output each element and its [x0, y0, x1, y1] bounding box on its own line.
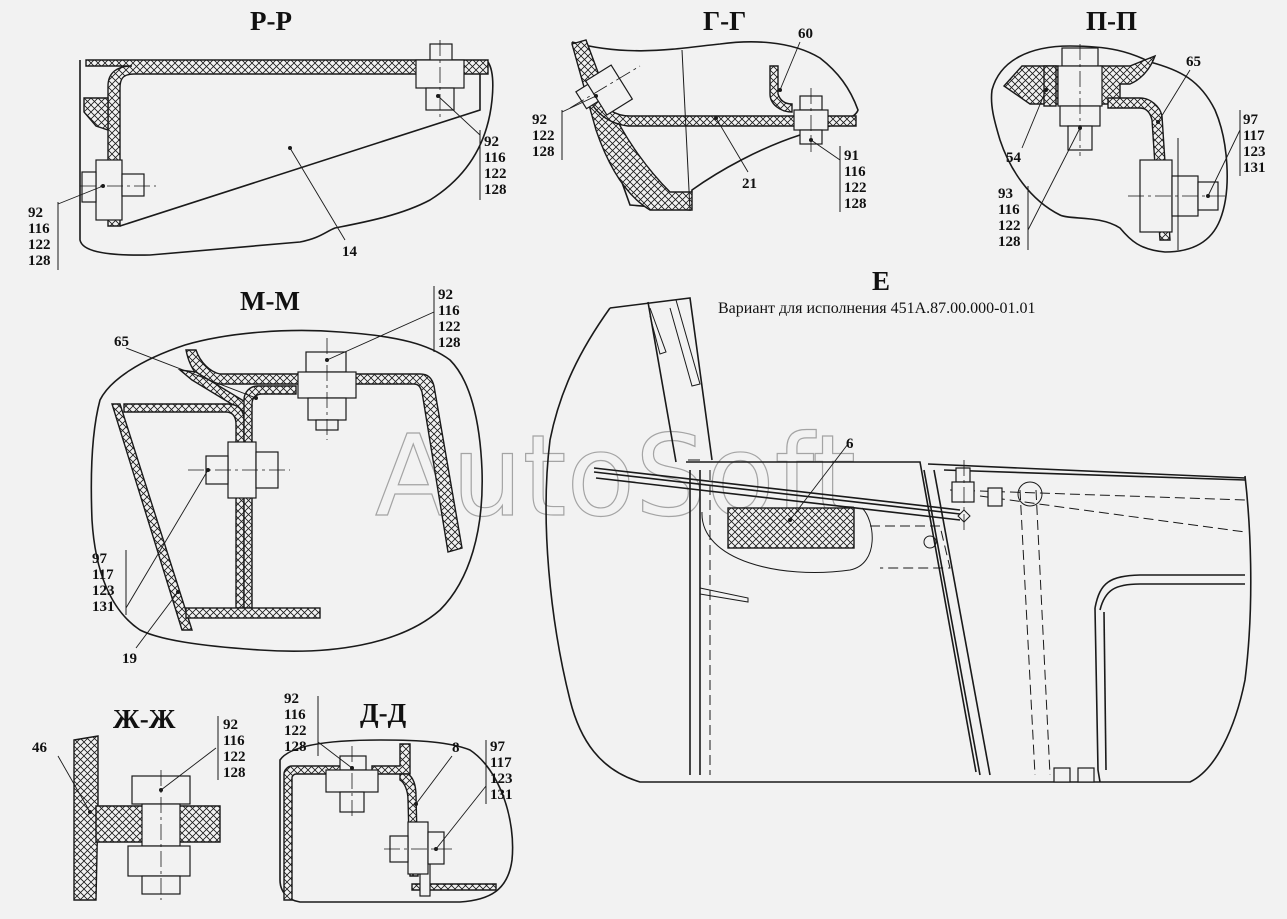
- section-title-m-m: М-М: [240, 286, 300, 316]
- callout-pp-left-3: 128: [998, 234, 1021, 250]
- section-zh-zh: Ж-Ж 46: [32, 704, 221, 901]
- callout-gg-right-0: 91: [844, 148, 859, 164]
- callout-zhzh-0: 92: [223, 717, 238, 733]
- callout-pp-right-1: 117: [1243, 128, 1265, 144]
- section-p-p: П-П 65 54: [990, 6, 1241, 253]
- callout-rr-right-3: 128: [484, 182, 507, 198]
- section-title-p-p: П-П: [1086, 6, 1137, 36]
- callout-pp-right-0: 97: [1243, 112, 1259, 128]
- position-21: 21: [742, 176, 757, 192]
- callout-gg-left-0: 92: [532, 112, 547, 128]
- position-54: 54: [1006, 150, 1022, 166]
- callout-mm-left-0: 97: [92, 551, 108, 567]
- callout-mm-top: 92 116 122 128: [438, 287, 461, 351]
- callout-mm-top-3: 128: [438, 335, 461, 351]
- callout-zhzh-3: 128: [223, 765, 246, 781]
- callout-mm-top-2: 122: [438, 319, 461, 335]
- position-6: 6: [846, 436, 854, 452]
- callout-mm-top-0: 92: [438, 287, 453, 303]
- callout-mm-left: 97 117 123 131: [92, 551, 115, 615]
- callout-dd-left-1: 116: [284, 707, 306, 723]
- callout-mm-left-1: 117: [92, 567, 114, 583]
- callout-pp-left-1: 116: [998, 202, 1020, 218]
- position-60: 60: [798, 26, 813, 42]
- section-m-m: М-М 65 19: [90, 286, 483, 667]
- view-e-caption: Вариант для исполнения 451А.87.00.000-01…: [718, 300, 1036, 317]
- callout-dd-left-3: 128: [284, 739, 307, 755]
- callout-rr-right-0: 92: [484, 134, 499, 150]
- section-g-g: Г-Г 60 21: [561, 6, 859, 212]
- callout-mm-left-2: 123: [92, 583, 115, 599]
- position-14: 14: [342, 244, 358, 260]
- callout-zhzh-1: 116: [223, 733, 245, 749]
- callout-dd-right: 97 117 123 131: [490, 739, 513, 803]
- callout-rr-left-3: 128: [28, 253, 51, 269]
- callout-gg-left-1: 122: [532, 128, 555, 144]
- callout-pp-left-0: 93: [998, 186, 1013, 202]
- callout-dd-right-0: 97: [490, 739, 506, 755]
- section-title-d-d: Д-Д: [360, 698, 407, 728]
- callout-dd-left-0: 92: [284, 691, 299, 707]
- callout-gg-right: 91 116 122 128: [844, 148, 867, 212]
- callout-pp-right-2: 123: [1243, 144, 1266, 160]
- callout-rr-left-1: 116: [28, 221, 50, 237]
- callout-gg-right-3: 128: [844, 196, 867, 212]
- position-46: 46: [32, 740, 48, 756]
- callout-rr-right: 92 116 122 128: [484, 134, 507, 198]
- callout-dd-right-3: 131: [490, 787, 513, 803]
- callout-mm-left-3: 131: [92, 599, 115, 615]
- view-e: Е Вариант для исполнения 451А.87.00.000-…: [545, 266, 1252, 783]
- callout-pp-left: 93 116 122 128: [998, 186, 1021, 250]
- view-e-title: Е: [872, 266, 890, 296]
- position-19: 19: [122, 651, 137, 667]
- callout-gg-left-2: 128: [532, 144, 555, 160]
- callout-gg-right-1: 116: [844, 164, 866, 180]
- callout-rr-left: 92 116 122 128: [28, 205, 51, 269]
- section-title-zh-zh: Ж-Ж: [113, 704, 176, 734]
- callout-zhzh: 92 116 122 128: [223, 717, 246, 781]
- position-65-mm: 65: [114, 334, 129, 350]
- callout-mm-top-1: 116: [438, 303, 460, 319]
- callout-rr-right-1: 116: [484, 150, 506, 166]
- callout-rr-left-0: 92: [28, 205, 43, 221]
- callout-zhzh-2: 122: [223, 749, 246, 765]
- callout-pp-left-2: 122: [998, 218, 1021, 234]
- callout-pp-right-3: 131: [1243, 160, 1266, 176]
- section-title-g-g: Г-Г: [703, 6, 746, 36]
- callout-dd-right-2: 123: [490, 771, 513, 787]
- callout-rr-left-2: 122: [28, 237, 51, 253]
- callout-dd-left-2: 122: [284, 723, 307, 739]
- position-65-pp: 65: [1186, 54, 1201, 70]
- callout-gg-right-2: 122: [844, 180, 867, 196]
- callout-pp-right: 97 117 123 131: [1243, 112, 1266, 176]
- callout-dd-right-1: 117: [490, 755, 512, 771]
- callout-rr-right-2: 122: [484, 166, 507, 182]
- callout-gg-left: 92 122 128: [532, 112, 555, 160]
- position-8: 8: [452, 740, 460, 756]
- callout-dd-left: 92 116 122 128: [284, 691, 307, 755]
- section-r-r: Р-Р 14: [57, 6, 494, 270]
- section-title-r-r: Р-Р: [250, 6, 292, 36]
- section-d-d: Д-Д 8: [279, 696, 514, 903]
